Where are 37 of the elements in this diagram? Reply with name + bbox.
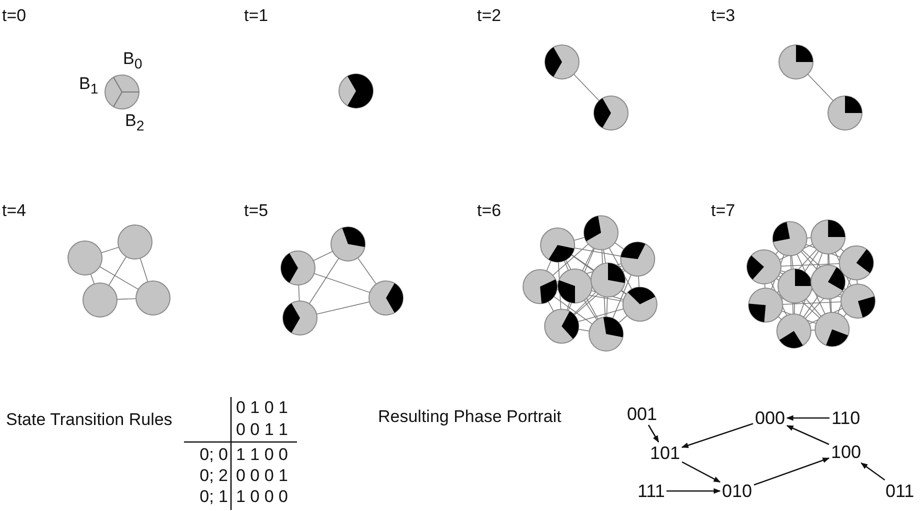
- state-label: 110: [830, 408, 862, 428]
- arrow: [754, 457, 830, 486]
- arrow: [682, 461, 721, 483]
- branch-label: B$_{1}$: [79, 75, 98, 97]
- state-label: 111: [636, 481, 666, 501]
- time-label: t=0: [2, 7, 26, 24]
- state-label: 000: [754, 408, 786, 428]
- table-cell: 0 0 0 1: [236, 467, 288, 484]
- branch-label: B$_{0}$: [123, 50, 142, 72]
- table-cell: 1 0 0 0: [236, 488, 288, 505]
- state-label: 001: [626, 404, 658, 424]
- arrow: [786, 425, 830, 445]
- time-label: t=3: [711, 7, 736, 24]
- time-label: t=2: [477, 7, 502, 24]
- arrow: [681, 423, 754, 448]
- state-label: 100: [830, 442, 862, 462]
- diagram-caption: Resulting Phase Portrait: [378, 408, 562, 425]
- table-cell: 0; 0: [200, 446, 228, 463]
- table-cell: 0; 2: [200, 467, 228, 484]
- time-label: t=7: [711, 202, 736, 219]
- table-cell: 1 1 0 0: [236, 446, 288, 463]
- time-label: t=1: [244, 7, 268, 24]
- table-cell: 0 0 1 1: [236, 421, 288, 438]
- arrow: [786, 415, 830, 421]
- state-label: 101: [649, 443, 682, 463]
- state-label: 011: [884, 481, 916, 501]
- arrow: [648, 424, 660, 443]
- table-cell: 0; 1: [200, 488, 228, 505]
- arrow: [666, 488, 721, 494]
- branch-label: B$_{2}$: [125, 112, 144, 134]
- time-label: t=4: [2, 202, 26, 219]
- table-caption: State Transition Rules: [6, 411, 172, 428]
- time-label: t=5: [244, 202, 268, 219]
- time-label: t=6: [477, 202, 502, 219]
- arrow: [860, 462, 886, 481]
- state-label: 010: [721, 481, 754, 501]
- table-cell: 0 1 0 1: [236, 399, 288, 416]
